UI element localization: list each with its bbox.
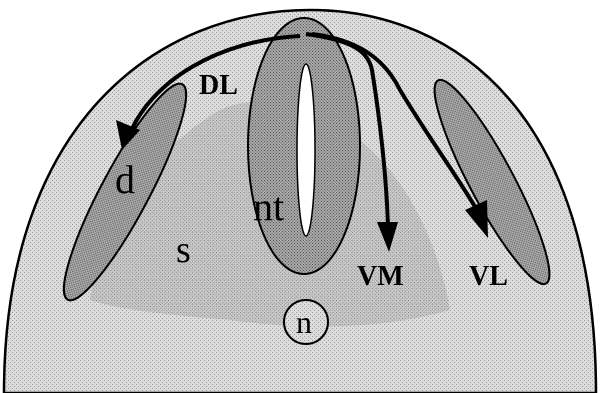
- label-vm: VM: [357, 261, 404, 292]
- label-s: s: [176, 229, 191, 271]
- label-vl: VL: [469, 261, 508, 292]
- label-dl: DL: [199, 70, 238, 101]
- label-n: n: [296, 304, 312, 340]
- label-nt: nt: [253, 184, 284, 229]
- neural-tube-lumen: [297, 64, 315, 236]
- label-d: d: [115, 157, 135, 202]
